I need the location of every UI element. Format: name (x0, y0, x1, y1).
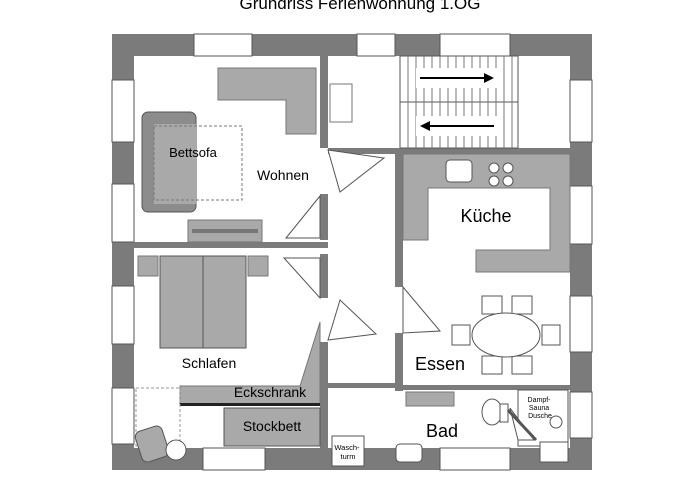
window (111, 79, 135, 143)
window (569, 295, 593, 353)
window (569, 185, 593, 245)
staircase (399, 55, 519, 149)
door-swing (282, 257, 321, 300)
wall (395, 154, 403, 287)
windows (111, 33, 593, 471)
room-label-schlafen: Schlafen (182, 355, 236, 371)
window (111, 387, 135, 445)
wall (320, 254, 328, 298)
window (193, 33, 253, 57)
arrow-left-icon (420, 121, 494, 131)
kitchen-counter (402, 153, 571, 273)
room-label-wohnen: Wohnen (257, 167, 309, 183)
stove (488, 162, 514, 187)
bettsofa (141, 111, 243, 213)
door-swing (284, 194, 321, 239)
wall (328, 383, 403, 388)
stockbett (223, 407, 321, 447)
bathroom-cabinet (405, 391, 455, 407)
armchair (134, 425, 187, 463)
room-label-essen: Essen (415, 354, 465, 374)
door-swing (327, 149, 386, 193)
wall (134, 242, 328, 248)
window (111, 183, 135, 243)
door-swing (327, 299, 378, 341)
eckschrank-label: Eckschrank (234, 384, 307, 400)
wall (320, 342, 328, 448)
room-label-kueche: Küche (460, 206, 511, 226)
window (111, 285, 135, 345)
stockbett-label: Stockbett (243, 418, 301, 434)
door-swing (402, 285, 442, 334)
wall (320, 56, 328, 148)
wall (328, 148, 570, 154)
sauna-label: Dampf- Sauna Dusche (528, 397, 553, 420)
waschturm-label: Wasch- turm (334, 443, 361, 461)
dining-set (451, 295, 561, 375)
doors (282, 149, 442, 341)
plan-title: Grundriss Ferienwohnung 1.OG (240, 0, 481, 13)
wall (403, 385, 570, 390)
corner-sofa (217, 67, 317, 135)
double-bed (137, 255, 269, 349)
toilet (481, 398, 509, 426)
window (439, 447, 511, 471)
window (202, 447, 266, 471)
shower-head (549, 415, 563, 429)
sofa-cushion (329, 83, 353, 123)
washbasin (395, 443, 423, 463)
eckschrank-edge (180, 403, 320, 406)
window (356, 33, 396, 57)
waschturm (331, 435, 365, 467)
wall (395, 333, 403, 391)
balcony-outline (135, 387, 181, 447)
window (569, 79, 593, 143)
wall (320, 194, 328, 240)
tv (192, 229, 258, 233)
arrow-right-icon (420, 73, 494, 83)
sauna-bench (539, 441, 569, 463)
sink (445, 159, 473, 183)
sauna-door (506, 408, 538, 442)
bettsofa-label: Bettsofa (169, 145, 217, 160)
room-label-bad: Bad (426, 421, 458, 441)
window (439, 33, 511, 57)
window (569, 391, 593, 439)
interior-walls (134, 56, 570, 448)
